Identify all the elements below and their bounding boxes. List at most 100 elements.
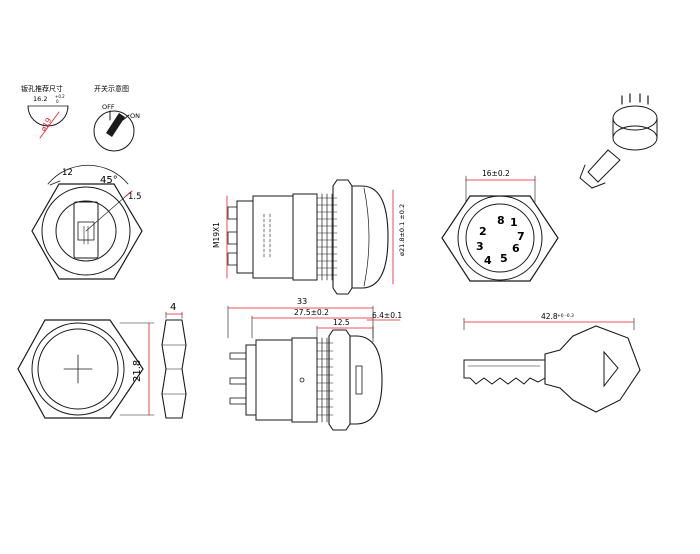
dim-1-5-label: 1.5 bbox=[128, 192, 142, 202]
angle-arrow-left bbox=[49, 180, 61, 186]
rear-hex bbox=[441, 195, 559, 282]
iso-bottom-ring bbox=[612, 125, 658, 151]
switch-key-slot bbox=[106, 113, 125, 137]
bottom-front-bezel bbox=[349, 335, 383, 425]
pin-7: 7 bbox=[517, 230, 525, 243]
switch-position-diagram: 开关示意图 OFF ON bbox=[93, 84, 140, 152]
panel-cutout-tol-lower: 0 bbox=[56, 99, 59, 104]
switch-diagram-title: 开关示意图 bbox=[94, 84, 129, 93]
dim-42-8-tol: +0 -0.3 bbox=[557, 313, 574, 319]
pin-4: 4 bbox=[484, 254, 492, 267]
dim-33-label: 33 bbox=[297, 297, 307, 306]
pin-8: 8 bbox=[497, 214, 505, 227]
key-head bbox=[544, 325, 641, 413]
bottom-terminal-1 bbox=[229, 352, 247, 360]
key-slot bbox=[73, 201, 99, 259]
panel-cutout-dim: 16.2 bbox=[33, 95, 47, 103]
on-label: ON bbox=[130, 112, 140, 120]
bottom-body-front bbox=[291, 337, 318, 423]
dim-12-label: 12 bbox=[62, 168, 73, 178]
center-cross bbox=[63, 354, 93, 384]
key-blade bbox=[463, 359, 546, 385]
dim-6-4-label: 6.4±0.1 bbox=[372, 311, 402, 320]
panel-cutout-title: 钣孔推荐尺寸 bbox=[21, 84, 63, 93]
bottom-hex bbox=[17, 319, 144, 419]
angle-45-label: 45° bbox=[100, 175, 118, 186]
side-housing bbox=[252, 195, 294, 279]
pin-3: 3 bbox=[476, 240, 484, 253]
off-label: OFF bbox=[102, 103, 115, 111]
pin-2: 2 bbox=[479, 225, 487, 238]
dim-21-8-ext bbox=[119, 322, 155, 416]
iso-key-head bbox=[579, 164, 606, 189]
key-head-hole bbox=[603, 350, 619, 388]
bottom-terminal-2 bbox=[229, 377, 247, 385]
side-terminal-3 bbox=[227, 252, 238, 266]
dim-42-8-label: 42.8 bbox=[541, 312, 558, 321]
angle-arc bbox=[47, 164, 129, 185]
nut-profile-lines bbox=[161, 344, 187, 395]
key-view: 42.8 +0 -0.3 bbox=[463, 312, 641, 413]
side-nut bbox=[332, 179, 353, 295]
bottom-body-dot bbox=[299, 377, 305, 383]
angle-ray-red bbox=[125, 190, 133, 197]
pin-1: 1 bbox=[510, 216, 518, 229]
cutout-diameter-leader bbox=[39, 111, 60, 139]
side-terminal-2 bbox=[227, 231, 238, 245]
thread-label: M19X1 bbox=[212, 222, 221, 248]
bottom-front-view: 21.8 bbox=[17, 319, 155, 419]
front-inner-ring bbox=[55, 200, 117, 262]
bottom-bezel-slot bbox=[355, 365, 363, 395]
bottom-side-view: 33 27.5±0.2 12.5 6.4±0.1 bbox=[227, 297, 402, 431]
front-key-view: 12 45° 1.5 bbox=[31, 164, 143, 280]
panel-cutout-view: 钣孔推荐尺寸 16.2 +0.2 0 ø19 bbox=[21, 84, 69, 139]
side-front-bezel bbox=[351, 185, 389, 289]
front-outer-ring bbox=[41, 186, 131, 276]
dim-27-5-label: 27.5±0.2 bbox=[294, 308, 329, 317]
side-thread-lines bbox=[316, 193, 333, 281]
key-slot-inner bbox=[77, 221, 95, 241]
bottom-housing bbox=[255, 339, 293, 421]
angle-ray bbox=[85, 195, 127, 232]
nut-profile bbox=[161, 319, 187, 419]
dim-4-ext bbox=[165, 311, 183, 319]
side-body-front bbox=[292, 193, 318, 281]
pin-5: 5 bbox=[500, 252, 508, 265]
key-slot-detail bbox=[83, 225, 89, 245]
rear-inner-ring bbox=[465, 203, 535, 273]
pin-6: 6 bbox=[512, 242, 520, 255]
dim-4-label: 4 bbox=[170, 302, 176, 313]
isometric-view bbox=[579, 93, 658, 189]
rear-pin-view: 16±0.2 1 2 3 4 5 6 7 8 bbox=[441, 169, 559, 282]
rear-outer-ring bbox=[457, 195, 543, 281]
on-marker bbox=[122, 114, 130, 121]
bottom-terminal-3 bbox=[229, 397, 247, 405]
iso-body-sides bbox=[612, 117, 658, 139]
bottom-rear-housing bbox=[245, 344, 257, 416]
iso-key-blade bbox=[587, 149, 621, 183]
side-rear-housing bbox=[236, 200, 254, 274]
dim-42-8-ext bbox=[463, 317, 635, 331]
dim-16-ext bbox=[465, 175, 536, 203]
bottom-nut bbox=[328, 329, 351, 431]
bottom-outer-ring bbox=[31, 322, 125, 416]
side-bezel-curve bbox=[363, 187, 370, 287]
bottom-inner-ring bbox=[37, 328, 119, 410]
dim-12-5-label: 12.5 bbox=[333, 318, 350, 327]
dim-16-label: 16±0.2 bbox=[482, 169, 510, 178]
panel-cutout-tol-upper: +0.2 bbox=[55, 94, 65, 99]
side-thread-hatch bbox=[316, 197, 338, 276]
front-hex-nut bbox=[31, 183, 143, 280]
dim-21-8-label: 21.8 bbox=[132, 360, 143, 382]
nut-profile-view: 4 bbox=[161, 302, 187, 419]
side-view: M19X1 ø21.8±0.1 ±0.2 bbox=[212, 179, 406, 295]
cutout-diameter-label: ø19 bbox=[39, 116, 54, 133]
iso-pins bbox=[621, 93, 649, 105]
cutout-outline bbox=[27, 105, 69, 127]
side-terminal-1 bbox=[227, 206, 238, 220]
switch-dial-circle bbox=[93, 110, 135, 152]
diam-21-8-label: ø21.8±0.1 ±0.2 bbox=[398, 204, 406, 256]
bottom-thread-lines bbox=[316, 337, 328, 423]
